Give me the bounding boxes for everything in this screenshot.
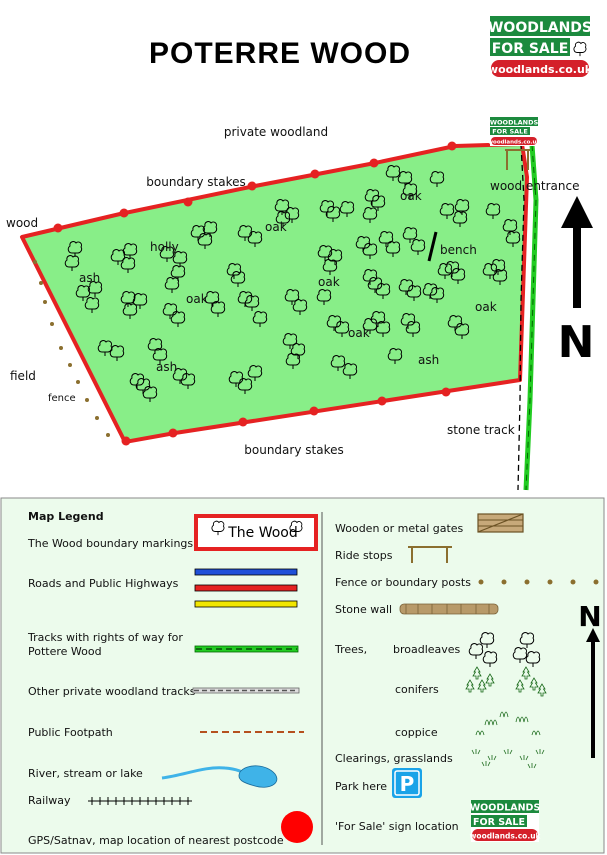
- legend-boundary-symbol: The Wood: [194, 514, 318, 551]
- tree-label-oak-3: oak: [186, 292, 208, 306]
- tree-label-ash-3: ash: [418, 353, 439, 367]
- legend-roads: Roads and Public Highways: [28, 577, 179, 590]
- legend-stone-wall: Stone wall: [335, 603, 392, 616]
- page-title: POTERRE WOOD: [149, 37, 411, 70]
- label-stone-track: stone track: [447, 423, 515, 437]
- legend-stone-wall-icon: [399, 603, 499, 615]
- legend-tracks-line1: Tracks with rights of way for: [27, 631, 183, 644]
- tree-label-oak-1: oak: [265, 220, 287, 234]
- for-sale-sign-location[interactable]: WOODLANDS FOR SALE woodlands.co.uk: [488, 117, 540, 146]
- wood-area: [20, 142, 529, 444]
- sign-url: woodlands.co.uk: [488, 140, 540, 146]
- entrance-gate: [505, 149, 530, 170]
- legend-for-sale: 'For Sale' sign location: [335, 820, 459, 833]
- legend-grassland-icons: [471, 749, 545, 769]
- label-private-woodland: private woodland: [224, 125, 328, 139]
- legend-broadleaves: broadleaves: [393, 643, 461, 656]
- legend-park-icon: P: [392, 768, 422, 798]
- tree-label-ash-1: ash: [79, 271, 100, 285]
- legend-tracks-line2: Pottere Wood: [28, 645, 102, 658]
- label-boundary-stakes-top: boundary stakes: [146, 175, 245, 189]
- sign-line2: FOR SALE: [492, 128, 528, 136]
- legend-gps-symbol: [281, 811, 313, 843]
- north-arrow: N: [558, 196, 595, 368]
- logo-line2: FOR SALE: [492, 41, 569, 57]
- legend-railway-symbol: [88, 797, 192, 805]
- label-wood-entrance: wood entrance: [490, 179, 580, 193]
- north-label: N: [558, 317, 595, 368]
- legend-private-tracks-symbol: [192, 687, 300, 694]
- boundary-stakes: [53, 141, 457, 446]
- tree-label-oak-2: oak: [400, 189, 422, 203]
- legend-private-tracks: Other private woodland tracks: [28, 685, 196, 698]
- legend-north-label: N: [578, 600, 601, 633]
- legend-roads-symbol: [194, 568, 298, 608]
- green-track: [517, 144, 539, 491]
- bench-icon: [427, 231, 438, 262]
- legend-river-symbol: [161, 765, 278, 788]
- legend-conifers: conifers: [395, 683, 439, 696]
- svg-text:woodlands.co.uk: woodlands.co.uk: [469, 832, 541, 841]
- tree-label-oak-6: oak: [475, 300, 497, 314]
- tree-label-oak-5: oak: [348, 326, 370, 340]
- label-boundary-stakes-bottom: boundary stakes: [244, 443, 343, 457]
- legend-tracks-symbol: [194, 645, 299, 653]
- legend-for-sale-sign-icon: WOODLANDS FOR SALE woodlands.co.uk: [469, 800, 542, 842]
- legend-boundary-box-text: The Wood: [227, 525, 298, 541]
- legend-gate-icon: [477, 513, 524, 533]
- tree-label-ash-2: ash: [156, 360, 177, 374]
- legend-ride-stops: Ride stops: [335, 549, 393, 562]
- park-symbol: P: [400, 772, 415, 796]
- legend-coppice: coppice: [395, 726, 438, 739]
- legend-railway: Railway: [28, 794, 71, 807]
- svg-text:FOR SALE: FOR SALE: [473, 817, 525, 828]
- legend-park: Park here: [335, 780, 387, 793]
- svg-text:WOODLANDS: WOODLANDS: [470, 803, 541, 814]
- label-wood: wood: [6, 216, 38, 230]
- woodlands-for-sale-logo[interactable]: WOODLANDS FOR SALE woodlands.co.uk: [488, 16, 593, 78]
- legend-ride-stops-icon: [408, 546, 452, 563]
- legend-fence-posts: Fence or boundary posts: [335, 576, 471, 589]
- legend-fence-posts-icon: [478, 579, 599, 585]
- logo-url: woodlands.co.uk: [488, 63, 593, 76]
- legend-gates: Wooden or metal gates: [335, 522, 464, 535]
- label-bench: bench: [440, 243, 477, 257]
- logo-line1: WOODLANDS: [488, 20, 592, 36]
- legend-clearings: Clearings, grasslands: [335, 752, 453, 765]
- label-fence: fence: [48, 393, 76, 404]
- sign-line1: WOODLANDS: [490, 119, 539, 127]
- legend-coppice-icons: [475, 711, 541, 736]
- legend-footpath: Public Footpath: [28, 726, 113, 739]
- legend-north-arrow: N: [578, 600, 602, 758]
- legend-boundary: The Wood boundary markings: [27, 537, 193, 550]
- legend-river: River, stream or lake: [28, 767, 143, 780]
- legend-gps: GPS/Satnav, map location of nearest post…: [28, 834, 284, 847]
- legend-trees: Trees,: [334, 643, 367, 656]
- map-legend: [0, 497, 605, 854]
- fence-posts: [33, 260, 110, 437]
- legend-heading: Map Legend: [28, 510, 104, 523]
- tree-label-holly: holly: [150, 240, 179, 254]
- tree-label-oak-4: oak: [318, 275, 340, 289]
- label-field: field: [10, 369, 36, 383]
